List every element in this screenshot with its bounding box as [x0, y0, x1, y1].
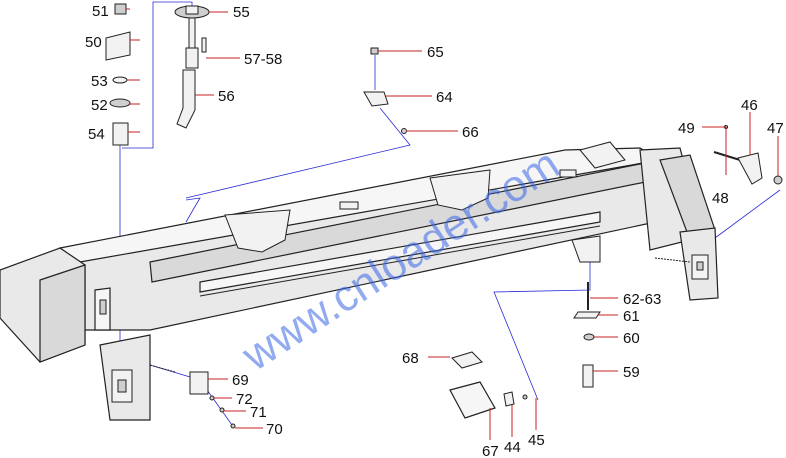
callout-44: 44: [504, 439, 521, 456]
callout-55: 55: [233, 4, 250, 21]
callout-57-58: 57-58: [244, 51, 282, 68]
callout-68: 68: [402, 350, 419, 367]
bushing-part: [112, 122, 129, 146]
nut-part: [114, 3, 127, 15]
callout-60: 60: [623, 330, 640, 347]
lower-left-parts: [189, 371, 236, 429]
callout-labels: 51 50 53 52 54 55 57-58 56 65 64 66 49 4…: [85, 3, 784, 458]
right-lower-parts: [573, 282, 601, 388]
callout-64: 64: [436, 89, 453, 106]
upper-mid-parts: [363, 47, 407, 134]
callout-67: 67: [482, 443, 499, 458]
callout-52: 52: [91, 97, 108, 114]
callout-69: 69: [232, 372, 249, 389]
callout-54: 54: [88, 126, 105, 143]
main-frame: [0, 141, 719, 421]
washer-part: [112, 76, 128, 84]
callout-56: 56: [218, 88, 235, 105]
callout-47: 47: [767, 120, 784, 137]
callout-62-63: 62-63: [623, 291, 661, 308]
callout-48: 48: [712, 190, 729, 207]
leader-lines: [126, 8, 779, 440]
callout-51: 51: [92, 3, 109, 20]
callout-50: 50: [85, 34, 102, 51]
callout-61: 61: [623, 308, 640, 325]
callout-46: 46: [741, 97, 758, 114]
lower-mid-parts: [449, 351, 528, 419]
callout-70: 70: [266, 421, 283, 438]
callout-66: 66: [462, 124, 479, 141]
callout-53: 53: [91, 73, 108, 90]
spindle-assembly: [174, 5, 210, 129]
callout-72: 72: [236, 391, 253, 408]
callout-49: 49: [678, 120, 695, 137]
bracket-part: [105, 31, 131, 61]
callout-65: 65: [427, 44, 444, 61]
callout-71: 71: [250, 404, 267, 421]
left-parts-stack: [105, 3, 131, 146]
washer-large-part: [109, 98, 131, 108]
callout-59: 59: [623, 364, 640, 381]
callout-45: 45: [528, 432, 545, 449]
